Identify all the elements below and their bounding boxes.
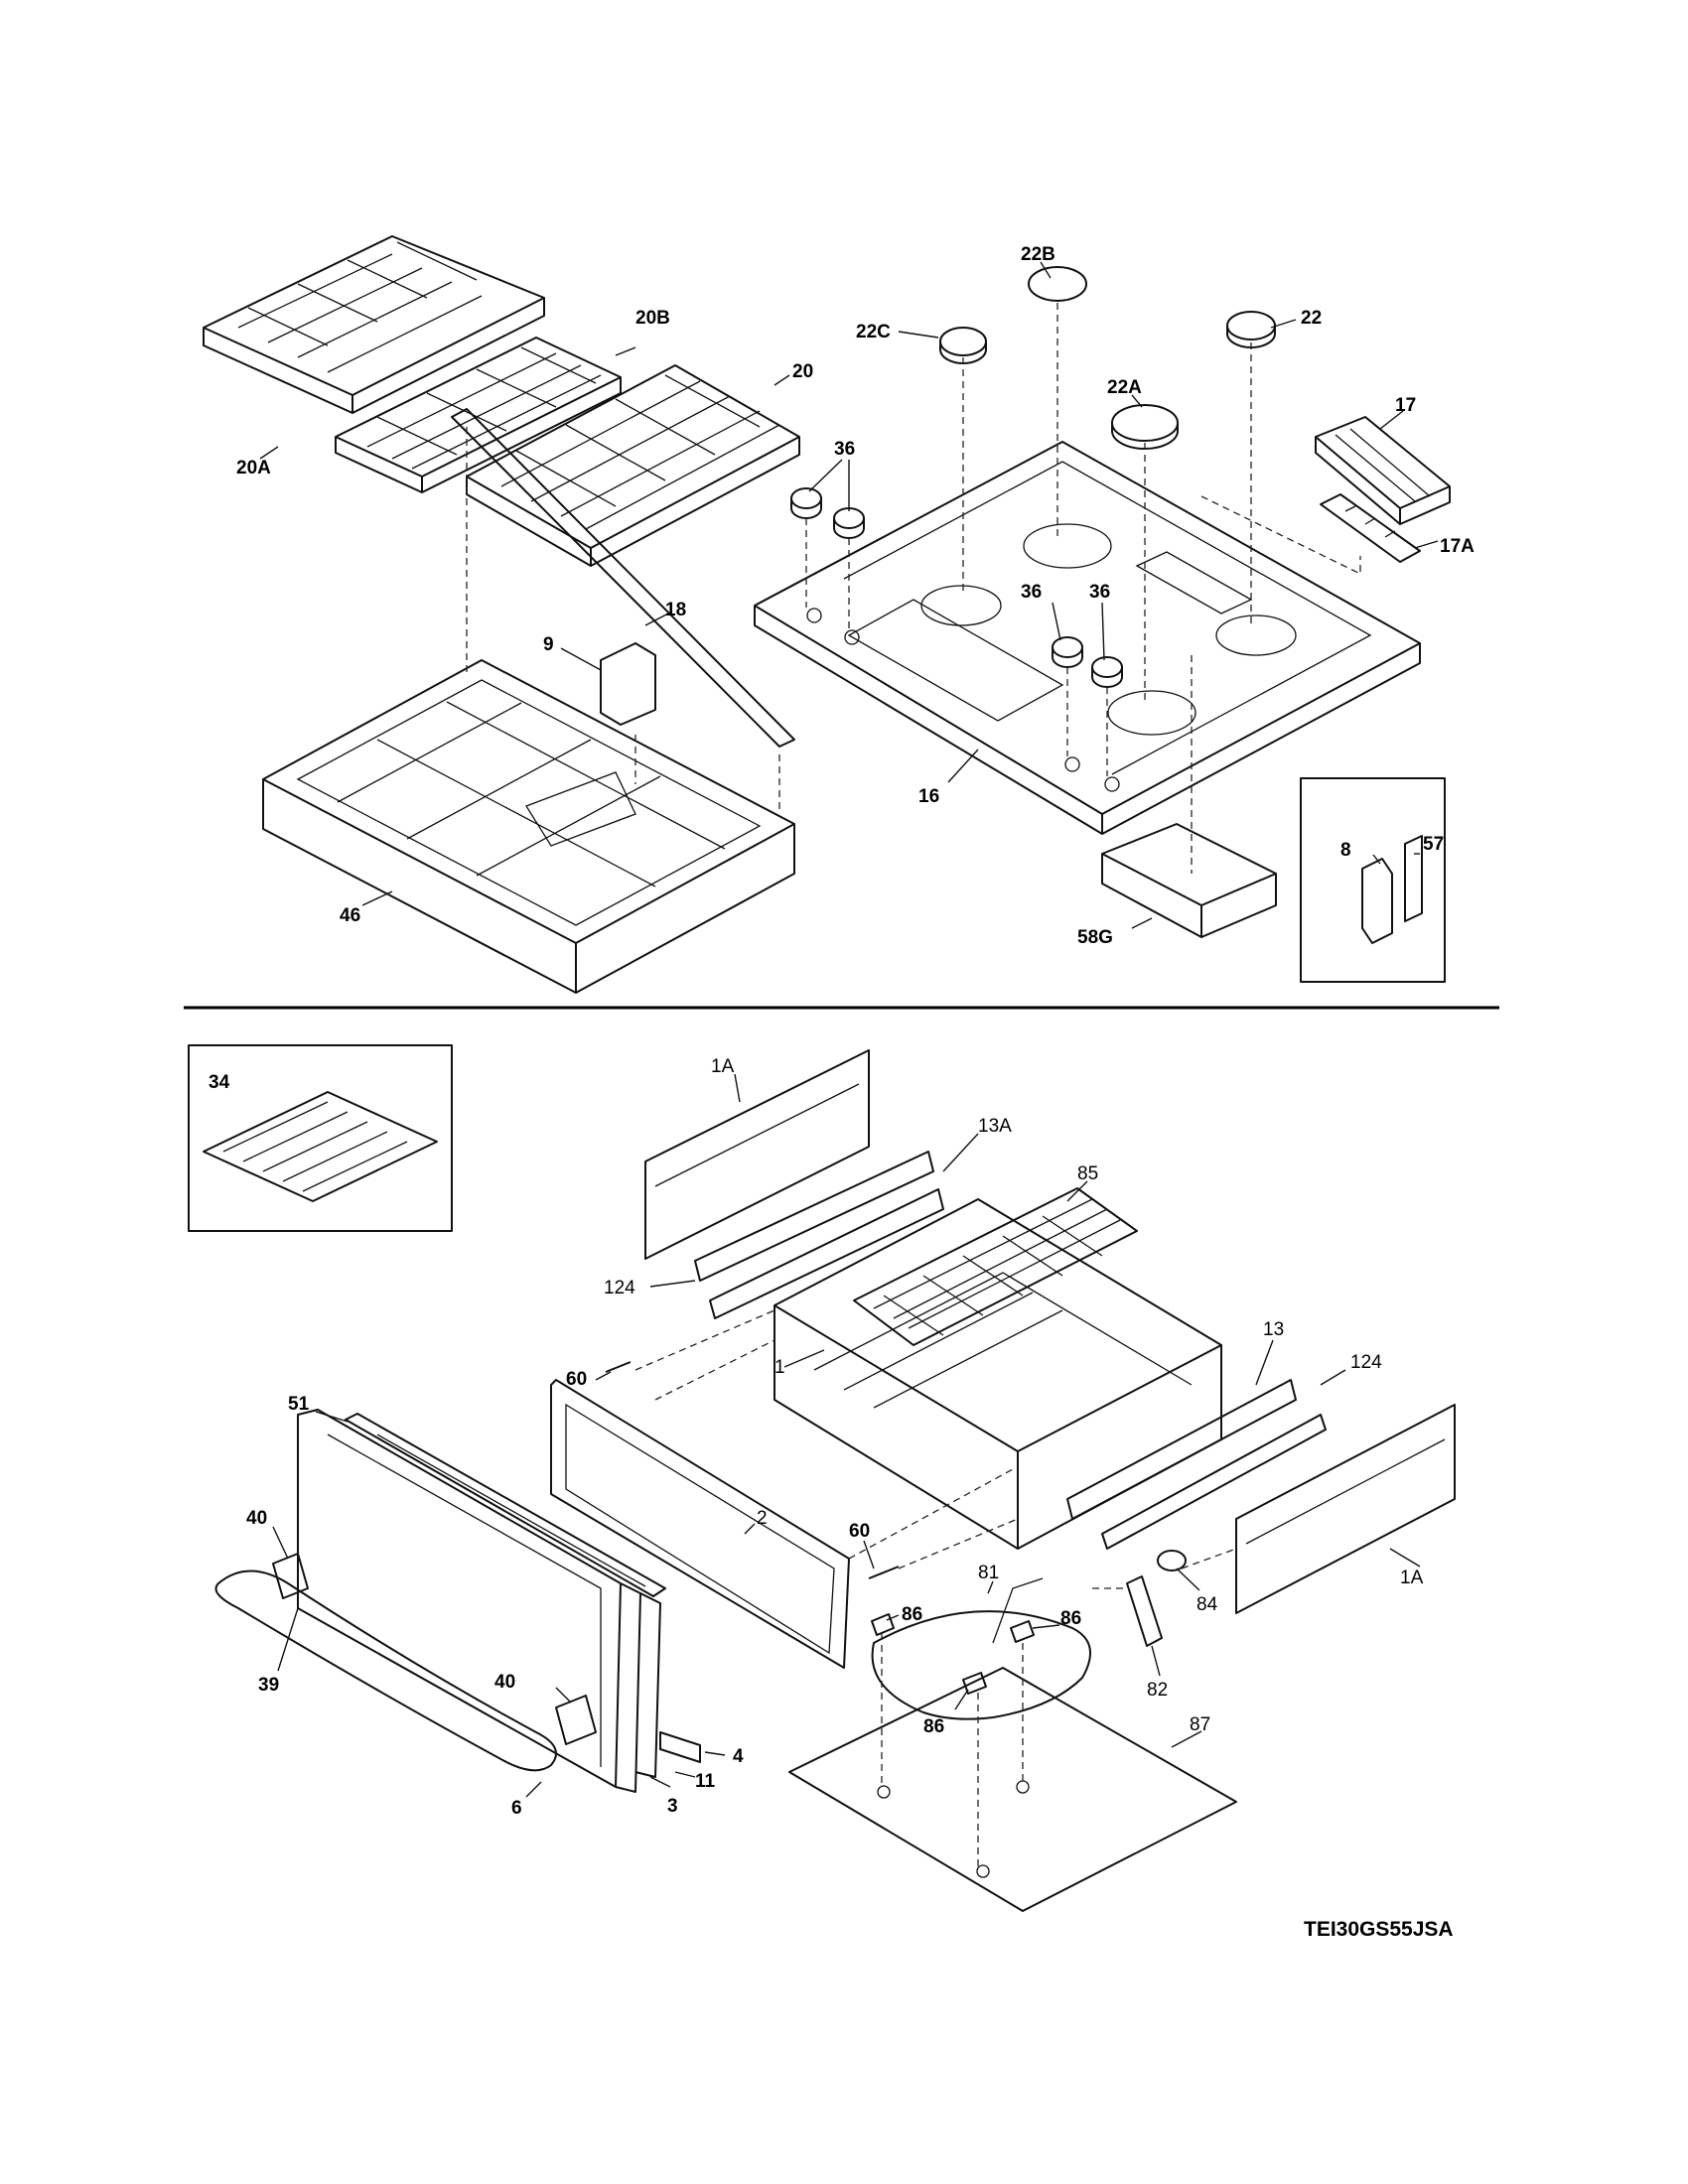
knob-36-d — [1091, 656, 1123, 688]
side-panel-1a-top — [644, 1049, 870, 1260]
label-1a-right: 1A — [1400, 1568, 1424, 1588]
label-6: 6 — [511, 1798, 522, 1819]
handle-39 — [214, 1570, 557, 1772]
label-20: 20 — [792, 361, 813, 382]
label-86-c: 86 — [923, 1716, 944, 1737]
label-20b: 20B — [635, 308, 670, 329]
label-84: 84 — [1196, 1594, 1218, 1615]
label-22: 22 — [1301, 308, 1322, 329]
alignment-lines-top — [466, 303, 1361, 874]
clip-86-c — [962, 1672, 987, 1695]
rack-85 — [853, 1187, 1138, 1346]
trim-18 — [451, 408, 795, 748]
label-16: 16 — [918, 786, 939, 807]
burner-cap-22a — [1111, 404, 1179, 450]
label-124-left: 124 — [604, 1278, 635, 1298]
label-36-b: 36 — [1021, 582, 1042, 603]
trim-51 — [345, 1413, 666, 1597]
bracket-9 — [600, 642, 656, 726]
model-number: TEI30GS55JSA — [1304, 1918, 1454, 1941]
side-panel-1a-right — [1235, 1404, 1456, 1614]
label-4: 4 — [733, 1746, 744, 1767]
label-81: 81 — [978, 1563, 999, 1583]
label-3: 3 — [667, 1796, 678, 1817]
label-18: 18 — [665, 600, 686, 620]
control-panel-17 — [1315, 416, 1451, 525]
label-86-b: 86 — [1060, 1608, 1081, 1629]
drawer-front-6 — [297, 1409, 622, 1788]
end-cap-40-mid — [555, 1695, 597, 1745]
slide-rail-13a — [694, 1151, 944, 1319]
grate-20a — [203, 235, 545, 414]
label-9: 9 — [543, 634, 554, 655]
label-58g: 58G — [1077, 927, 1113, 948]
leader-lines — [259, 261, 1439, 1798]
box-58g — [1101, 823, 1277, 938]
door-liner-3 — [615, 1582, 641, 1793]
knob-36-c — [1052, 636, 1083, 668]
label-87: 87 — [1190, 1714, 1210, 1735]
burner-box-46 — [262, 659, 795, 994]
grate-20 — [466, 364, 800, 567]
label-51: 51 — [288, 1394, 310, 1415]
label-57: 57 — [1423, 834, 1444, 855]
insulation-11 — [634, 1592, 661, 1778]
label-13: 13 — [1263, 1319, 1284, 1340]
label-13a: 13A — [978, 1116, 1012, 1137]
clip-86-a — [871, 1613, 895, 1636]
knob-36-a — [790, 487, 822, 519]
label-39: 39 — [258, 1675, 279, 1696]
bracket-4 — [659, 1731, 701, 1763]
label-20a: 20A — [236, 458, 271, 478]
label-8: 8 — [1340, 840, 1351, 861]
switch-bracket-17a — [1320, 493, 1421, 563]
knob-36-b — [833, 507, 865, 539]
front-panel-2 — [550, 1379, 850, 1669]
label-36-c: 36 — [1089, 582, 1110, 603]
inset-box-igniter — [1300, 777, 1446, 983]
label-60-top: 60 — [566, 1369, 587, 1390]
end-cap-40-top — [272, 1553, 309, 1599]
label-17a: 17A — [1440, 536, 1475, 557]
alignment-lines-bottom — [634, 1309, 1237, 1866]
label-86-a: 86 — [902, 1604, 922, 1625]
label-82: 82 — [1147, 1680, 1168, 1701]
label-1: 1 — [774, 1357, 785, 1378]
label-60-mid: 60 — [849, 1521, 870, 1542]
screw-60-mid — [868, 1566, 900, 1579]
label-17: 17 — [1395, 395, 1416, 416]
drawer-box — [774, 1198, 1222, 1550]
label-36-a: 36 — [834, 439, 855, 460]
thermostat-84 — [1157, 1550, 1187, 1571]
burner-cap-22b — [1028, 266, 1087, 302]
part-labels: 22B 22C 22A 22 20B 20 20A 36 36 36 17 17… — [209, 244, 1475, 1819]
label-22a: 22A — [1107, 377, 1142, 398]
label-22b: 22B — [1021, 244, 1055, 265]
bottom-plate-87 — [788, 1667, 1237, 1912]
label-124-right: 124 — [1350, 1352, 1382, 1373]
burner-cap-22 — [1226, 311, 1276, 348]
heating-element-81 — [871, 1577, 1091, 1720]
grate-20b — [335, 337, 622, 493]
label-85: 85 — [1077, 1163, 1098, 1184]
label-46: 46 — [340, 905, 360, 926]
clip-86-b — [1010, 1620, 1035, 1643]
label-22c: 22C — [856, 322, 891, 342]
label-11: 11 — [695, 1771, 716, 1792]
label-1a-top: 1A — [711, 1056, 735, 1077]
control-bracket-82 — [1126, 1575, 1163, 1647]
slide-rail-13 — [1066, 1379, 1327, 1550]
inset-box-griddle-34 — [188, 1044, 453, 1232]
screw-60-top — [605, 1361, 632, 1373]
label-40-top: 40 — [246, 1508, 267, 1529]
label-40-mid: 40 — [494, 1672, 515, 1693]
label-2: 2 — [757, 1508, 768, 1529]
label-34: 34 — [209, 1072, 230, 1093]
cooktop-16 — [754, 441, 1421, 835]
